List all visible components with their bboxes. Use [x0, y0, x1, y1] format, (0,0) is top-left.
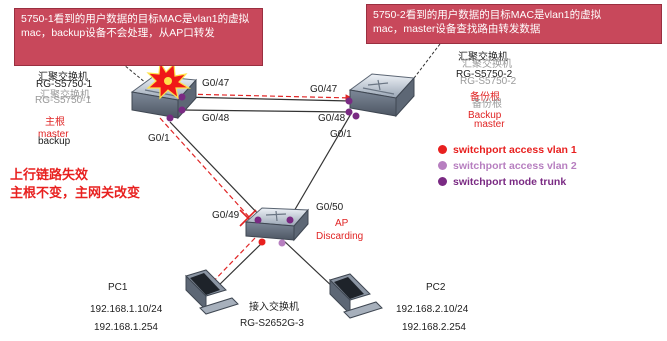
- flow-left-down: [159, 117, 251, 219]
- link-core-g047: [181, 96, 351, 102]
- pc1-name: PC1: [108, 282, 128, 293]
- port-dot-access-pc2: [278, 239, 286, 247]
- pc1-icon[interactable]: [185, 269, 239, 315]
- right-switch-model: RG-S5750-2: [456, 69, 513, 80]
- failure-text-line1: 上行链路失效: [10, 167, 89, 182]
- ap-label: AP: [335, 218, 349, 229]
- port-left-g048: G0/48: [202, 113, 230, 124]
- port-right-g01: G0/1: [330, 129, 352, 140]
- access-switch-icon[interactable]: [244, 207, 310, 242]
- note-left-line1: 5750-1看到的用户数据的目标MAC是vlan1的虚拟: [21, 13, 250, 25]
- pc1-ip: 192.168.1.10/24: [90, 304, 163, 315]
- port-dot-right-g047: [345, 97, 353, 105]
- right-switch-name: 汇聚交换机: [458, 52, 508, 63]
- access-switch-model: RG-S2652G-3: [240, 318, 304, 329]
- note-left: 5750-1看到的用户数据的目标MAC是vlan1的虚拟 mac，backup设…: [14, 8, 263, 66]
- legend-item-vlan2: switchport access vlan 2: [438, 160, 577, 172]
- pc2-name: PC2: [426, 282, 446, 293]
- note-right: 5750-2看到的用户数据的目标MAC是vlan1的虚拟 mac，master设…: [366, 4, 662, 44]
- left-switch-role-cn: 主根: [45, 117, 65, 128]
- port-dot-left-g01: [166, 114, 174, 122]
- note-right-line1: 5750-2看到的用户数据的目标MAC是vlan1的虚拟: [373, 9, 602, 21]
- left-switch-name: 汇聚交换机: [38, 72, 88, 83]
- link-pc1: [213, 239, 266, 291]
- legend-dot-red: [438, 145, 447, 154]
- legend-dot-purple: [438, 177, 447, 186]
- left-switch-name-overlay: 汇聚交换机: [40, 90, 90, 101]
- port-dot-access-g049: [254, 216, 262, 224]
- pc2-icon[interactable]: [329, 273, 383, 319]
- port-dot-left-g048: [178, 106, 186, 114]
- note-right-line2: mac，master设备查找路由转发数据: [373, 23, 541, 35]
- right-switch-model-overlay: RG-S5750-2: [460, 76, 517, 87]
- legend-label-trunk: switchport mode trunk: [453, 176, 567, 188]
- note-left-line2: mac，backup设备不会处理，从AP口转发: [21, 27, 215, 39]
- left-switch-role-old: master: [38, 129, 69, 140]
- left-switch-model: RG-S5750-1: [36, 79, 93, 90]
- port-dot-access-pc1: [258, 238, 266, 246]
- port-left-g01: G0/1: [148, 133, 170, 144]
- pc2-ip: 192.168.2.10/24: [396, 304, 469, 315]
- link-core-g048: [181, 109, 351, 113]
- failure-text-line2: 主根不变，主网关改变: [10, 185, 141, 200]
- port-dot-right-g01: [352, 112, 360, 120]
- right-switch-role-cn-old: 备份根: [470, 92, 500, 103]
- port-dot-access-g050: [286, 216, 294, 224]
- legend-item-trunk: switchport mode trunk: [438, 176, 566, 188]
- legend-label-vlan1: switchport access vlan 1: [453, 144, 577, 156]
- flow-core-arrow: [181, 93, 353, 102]
- legend-dot-violet: [438, 161, 447, 170]
- legend-label-vlan2: switchport access vlan 2: [453, 160, 577, 172]
- right-switch-name-overlay: 汇聚交换机: [462, 59, 512, 70]
- right-switch-role-en-old: Backup: [468, 110, 502, 121]
- left-switch-model-overlay: RG-S5750-1: [35, 95, 92, 106]
- link-right-uplink: [289, 111, 353, 219]
- core-switch-right-icon[interactable]: [348, 73, 416, 118]
- port-dot-right-g048: [345, 108, 353, 116]
- pc2-gateway: 192.168.2.254: [402, 322, 466, 333]
- pc1-gateway: 192.168.1.254: [94, 322, 158, 333]
- right-switch-role-en-new: master: [474, 119, 505, 130]
- port-right-g048: G0/48: [318, 113, 346, 124]
- ap-discarding-label: Discarding: [316, 231, 364, 242]
- left-switch-role-new: backup: [38, 136, 71, 147]
- port-access-g049: G0/49: [212, 210, 240, 221]
- port-access-g050: G0/50: [316, 202, 344, 213]
- link-left-uplink: [169, 121, 263, 219]
- right-switch-role-cn-new: 备份根: [472, 99, 502, 110]
- port-dot-left-g047: [178, 93, 186, 101]
- port-left-g047: G0/47: [202, 78, 230, 89]
- link-pc2: [282, 239, 337, 291]
- note-right-pointer: [407, 43, 441, 87]
- legend-item-vlan1: switchport access vlan 1: [438, 144, 577, 156]
- port-right-g047: G0/47: [310, 84, 338, 95]
- access-switch-name: 接入交换机: [249, 302, 299, 313]
